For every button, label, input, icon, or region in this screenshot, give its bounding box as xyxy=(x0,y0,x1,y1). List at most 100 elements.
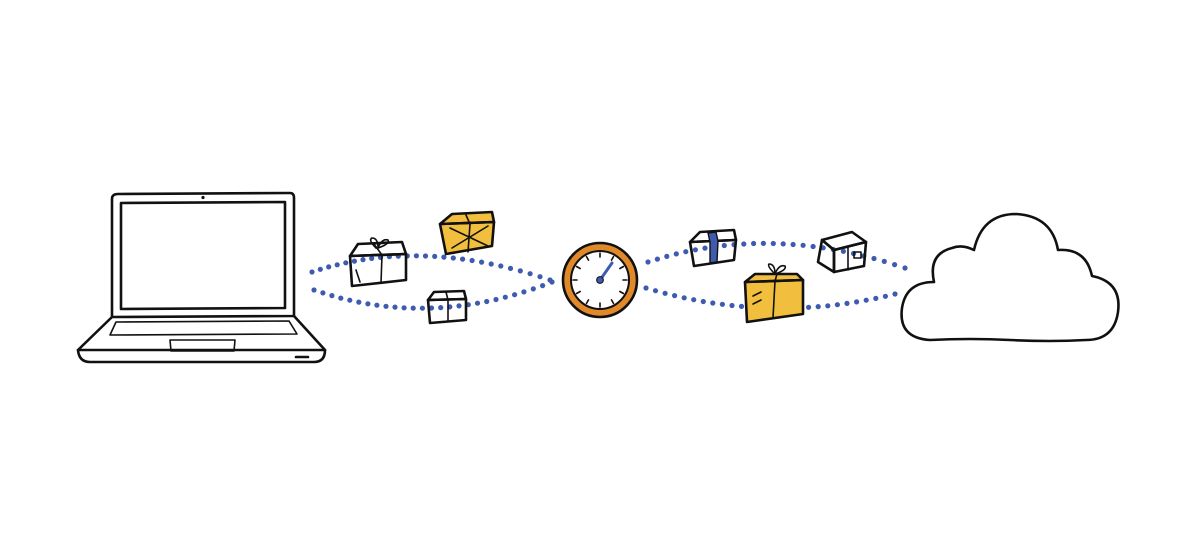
flow-dot xyxy=(530,286,536,292)
flow-dot xyxy=(691,297,697,303)
gauge-tick xyxy=(610,299,615,305)
flow-dot xyxy=(672,293,678,299)
flow-dot xyxy=(410,305,416,311)
flow-dot xyxy=(692,247,699,253)
flow-dot xyxy=(881,258,887,264)
gauge-icon xyxy=(561,241,639,319)
package-icon xyxy=(743,263,805,324)
package-icon xyxy=(688,228,738,268)
flow-dot xyxy=(892,291,898,297)
flow-dot xyxy=(517,268,523,274)
flow-dot xyxy=(681,295,687,301)
flow-dot xyxy=(383,303,389,309)
flow-dot xyxy=(527,271,533,277)
flow-dot xyxy=(334,262,340,268)
laptop-icon xyxy=(76,191,327,364)
flow-dot xyxy=(770,240,776,247)
flow-dot xyxy=(413,253,419,259)
flow-dot xyxy=(329,293,335,299)
flow-dot xyxy=(549,279,555,285)
flow-dot xyxy=(662,290,668,296)
package-icon xyxy=(438,210,496,256)
flow-dot xyxy=(419,305,425,311)
flow-dot xyxy=(428,305,435,311)
flow-dot xyxy=(374,302,380,308)
flow-dot xyxy=(502,294,508,300)
flow-dot xyxy=(479,259,485,265)
flow-dot xyxy=(309,269,315,275)
flow-dot xyxy=(873,295,879,301)
flow-dot xyxy=(438,305,444,311)
flow-dot xyxy=(460,256,466,262)
flow-dot xyxy=(537,274,543,280)
flow-dot xyxy=(441,254,447,260)
flow-dot xyxy=(840,248,847,254)
flow-dot xyxy=(450,255,456,261)
flow-dot xyxy=(365,301,371,307)
gauge-tick xyxy=(585,255,590,261)
flow-dot xyxy=(729,302,735,309)
gauge-tick xyxy=(575,265,581,270)
flow-dot xyxy=(721,242,727,249)
flow-dot xyxy=(521,289,527,295)
gauge-tick xyxy=(585,299,590,305)
flow-dot xyxy=(673,251,679,257)
flow-dot xyxy=(392,304,398,310)
flow-dot xyxy=(892,262,898,268)
flow-dot xyxy=(815,304,821,310)
flow-dot xyxy=(511,292,518,298)
flow-dot xyxy=(652,288,659,294)
gauge-tick xyxy=(610,255,615,261)
flow-dot xyxy=(643,285,649,291)
flow-dot xyxy=(488,261,494,267)
flow-dot xyxy=(498,263,504,269)
flow-dot xyxy=(338,295,344,301)
flow-dot xyxy=(790,241,796,248)
flow-dot xyxy=(834,302,841,308)
flow-dot xyxy=(356,299,362,305)
flow-dot xyxy=(800,242,806,248)
flow-dot xyxy=(719,301,726,307)
flow-dot xyxy=(902,265,908,271)
flow-dot xyxy=(806,304,812,310)
flow-dot xyxy=(347,297,353,303)
flow-dot xyxy=(474,300,481,306)
flow-dot xyxy=(422,253,429,259)
flow-dot xyxy=(751,240,757,247)
flow-dot xyxy=(401,305,407,311)
flow-dot xyxy=(484,298,490,305)
flow-dot xyxy=(326,264,332,270)
package-icon xyxy=(348,237,408,288)
gauge-tick xyxy=(575,290,581,295)
flow-dot xyxy=(654,256,661,262)
flow-dot xyxy=(320,290,326,296)
flow-dot xyxy=(432,253,438,259)
cloud-icon xyxy=(900,212,1120,343)
flow-dot xyxy=(810,243,816,250)
flow-dot xyxy=(456,303,462,309)
flow-dot xyxy=(360,257,366,263)
flow-dot xyxy=(317,266,323,272)
flow-dot xyxy=(702,245,708,251)
flow-dot xyxy=(863,297,869,303)
flow-dot xyxy=(493,296,499,303)
flow-dot xyxy=(760,240,767,246)
flow-dot xyxy=(854,299,860,305)
flow-dot xyxy=(507,265,514,271)
flow-dot xyxy=(882,293,889,299)
gauge-tick xyxy=(619,265,625,270)
flow-dot xyxy=(351,258,357,264)
flow-dot xyxy=(540,283,546,289)
flow-dot xyxy=(710,300,716,306)
flow-dot xyxy=(700,298,706,305)
flow-dot xyxy=(343,260,349,266)
flow-dot xyxy=(780,241,786,247)
flow-dot xyxy=(871,255,877,262)
flow-dot xyxy=(844,300,850,306)
flow-dot xyxy=(645,259,651,265)
flow-dot xyxy=(825,303,831,309)
flow-dot xyxy=(741,241,747,247)
package-icon xyxy=(816,230,868,274)
